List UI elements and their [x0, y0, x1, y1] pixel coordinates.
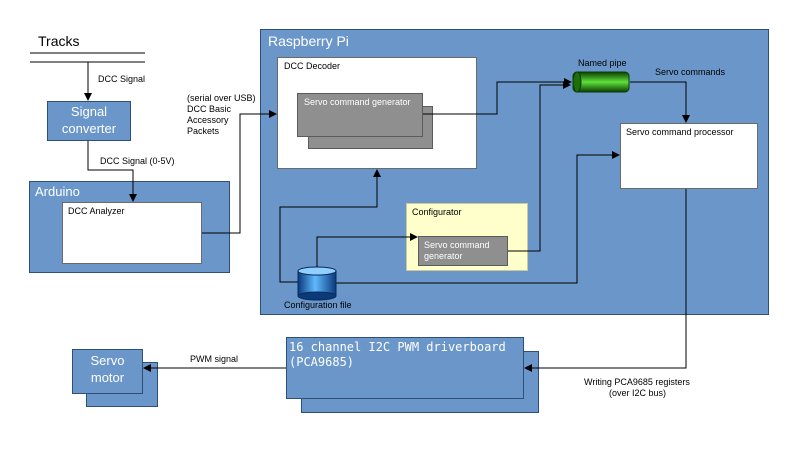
database-icon	[297, 266, 337, 301]
raspberry-pi-title: Raspberry Pi	[268, 33, 349, 49]
signal-converter-line1: Signal	[70, 104, 108, 119]
configurator-generator-box	[418, 236, 508, 266]
servo-command-processor-box	[620, 123, 758, 189]
writing-registers-line2: (over I2C bus)	[609, 388, 667, 398]
pwm-signal-label: PWM signal	[190, 354, 239, 364]
usb-note-line4: Packets	[187, 126, 220, 136]
servo-motor-line1: Servo	[90, 353, 125, 368]
dcc-decoder-label: DCC Decoder	[284, 61, 341, 71]
dcc-signal-label: DCC Signal	[98, 74, 146, 84]
dcc-analyzer-box	[62, 202, 202, 264]
tracks-label: Tracks	[38, 33, 80, 49]
dcc-signal-05-label: DCC Signal (0-5V)	[100, 156, 175, 166]
servo-command-generator-label: Servo command generator	[304, 97, 411, 107]
configurator-generator-line1: Servo command	[424, 240, 490, 250]
named-pipe-label: Named pipe	[578, 58, 627, 68]
pwm-board-box	[286, 337, 524, 399]
usb-note-line1: (serial over USB)	[187, 93, 256, 103]
servo-commands-label: Servo commands	[655, 67, 726, 77]
usb-note-line3: Accessory	[187, 115, 229, 125]
pwm-board-line2: (PCA9685)	[289, 355, 355, 369]
signal-converter-box	[47, 101, 131, 141]
usb-note-line2: DCC Basic	[187, 104, 232, 114]
configurator-label: Configurator	[412, 207, 462, 217]
configuration-file-label: Configuration file	[284, 300, 352, 310]
servo-command-generator-box	[297, 93, 423, 137]
pwm-board-line1: 16 channel I2C PWM driverboard	[289, 340, 506, 354]
configurator-generator-line2: generator	[424, 251, 463, 261]
named-pipe-icon	[572, 71, 630, 93]
servo-motor-box	[72, 349, 143, 394]
servo-motor-line2: motor	[90, 370, 125, 385]
writing-registers-line1: Writing PCA9685 registers	[584, 377, 690, 387]
arduino-title: Arduino	[35, 184, 80, 199]
dcc-analyzer-label: DCC Analyzer	[68, 206, 125, 216]
servo-command-processor-label: Servo command processor	[626, 127, 734, 137]
signal-converter-line2: converter	[61, 121, 117, 136]
